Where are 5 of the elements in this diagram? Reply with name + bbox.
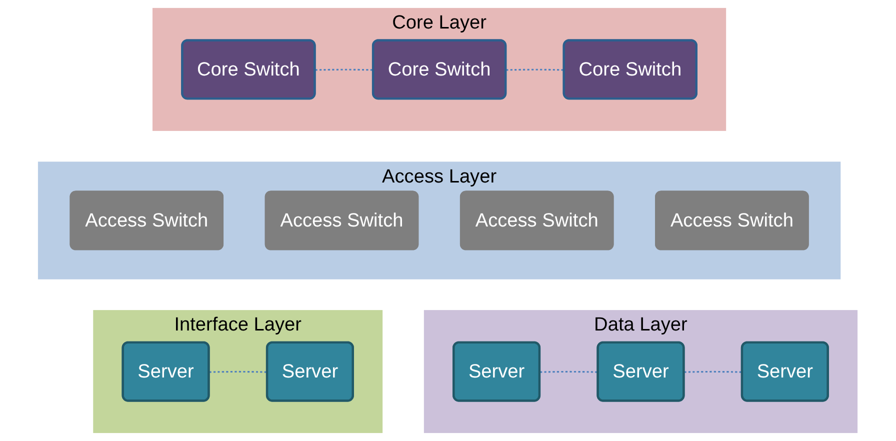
connector: [506, 68, 565, 71]
connector: [315, 68, 374, 71]
connector: [209, 370, 268, 373]
connector: [684, 370, 743, 373]
connector: [540, 370, 599, 373]
